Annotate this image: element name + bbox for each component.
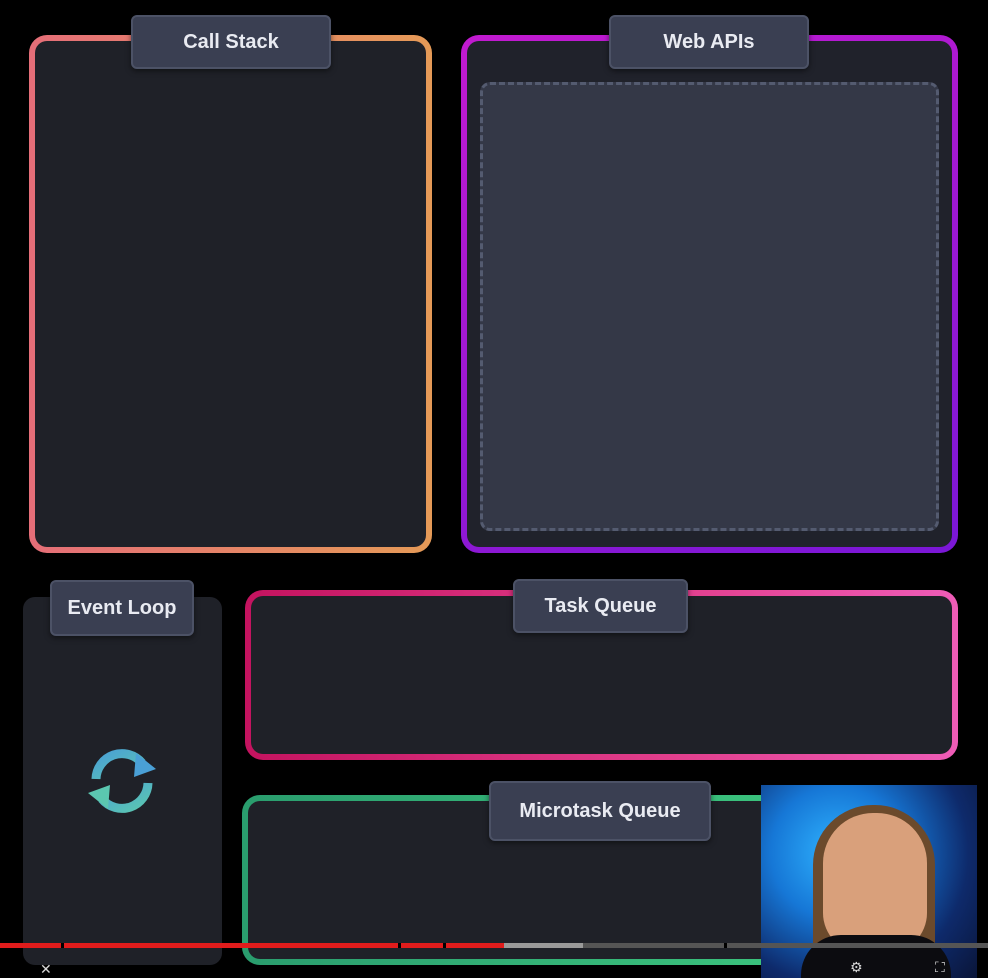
event-loop-panel <box>23 597 222 965</box>
chapter-marker <box>724 943 727 948</box>
microtask-queue-label: Microtask Queue <box>489 781 711 841</box>
settings-icon[interactable]: ⚙ <box>850 959 863 975</box>
call-stack-panel <box>29 35 432 553</box>
progress-buffered <box>503 943 583 948</box>
web-apis-dropzone <box>480 82 939 531</box>
close-icon[interactable]: ✕ <box>40 961 52 977</box>
chapter-marker <box>398 943 401 948</box>
presenter-face <box>823 813 927 953</box>
event-loop-label: Event Loop <box>50 580 194 636</box>
chapter-marker <box>443 943 446 948</box>
webcam-overlay <box>761 785 977 978</box>
task-queue-label: Task Queue <box>513 579 688 633</box>
fullscreen-icon[interactable]: ⛶ <box>935 959 945 975</box>
refresh-cycle-icon <box>88 749 156 813</box>
progress-played <box>0 943 504 948</box>
call-stack-label: Call Stack <box>131 15 331 69</box>
call-stack-area <box>35 41 426 547</box>
web-apis-label: Web APIs <box>609 15 809 69</box>
presenter-body <box>801 935 951 978</box>
chapter-marker <box>61 943 64 948</box>
player-controls: ✕ ⚙ ⛶ <box>0 955 988 978</box>
